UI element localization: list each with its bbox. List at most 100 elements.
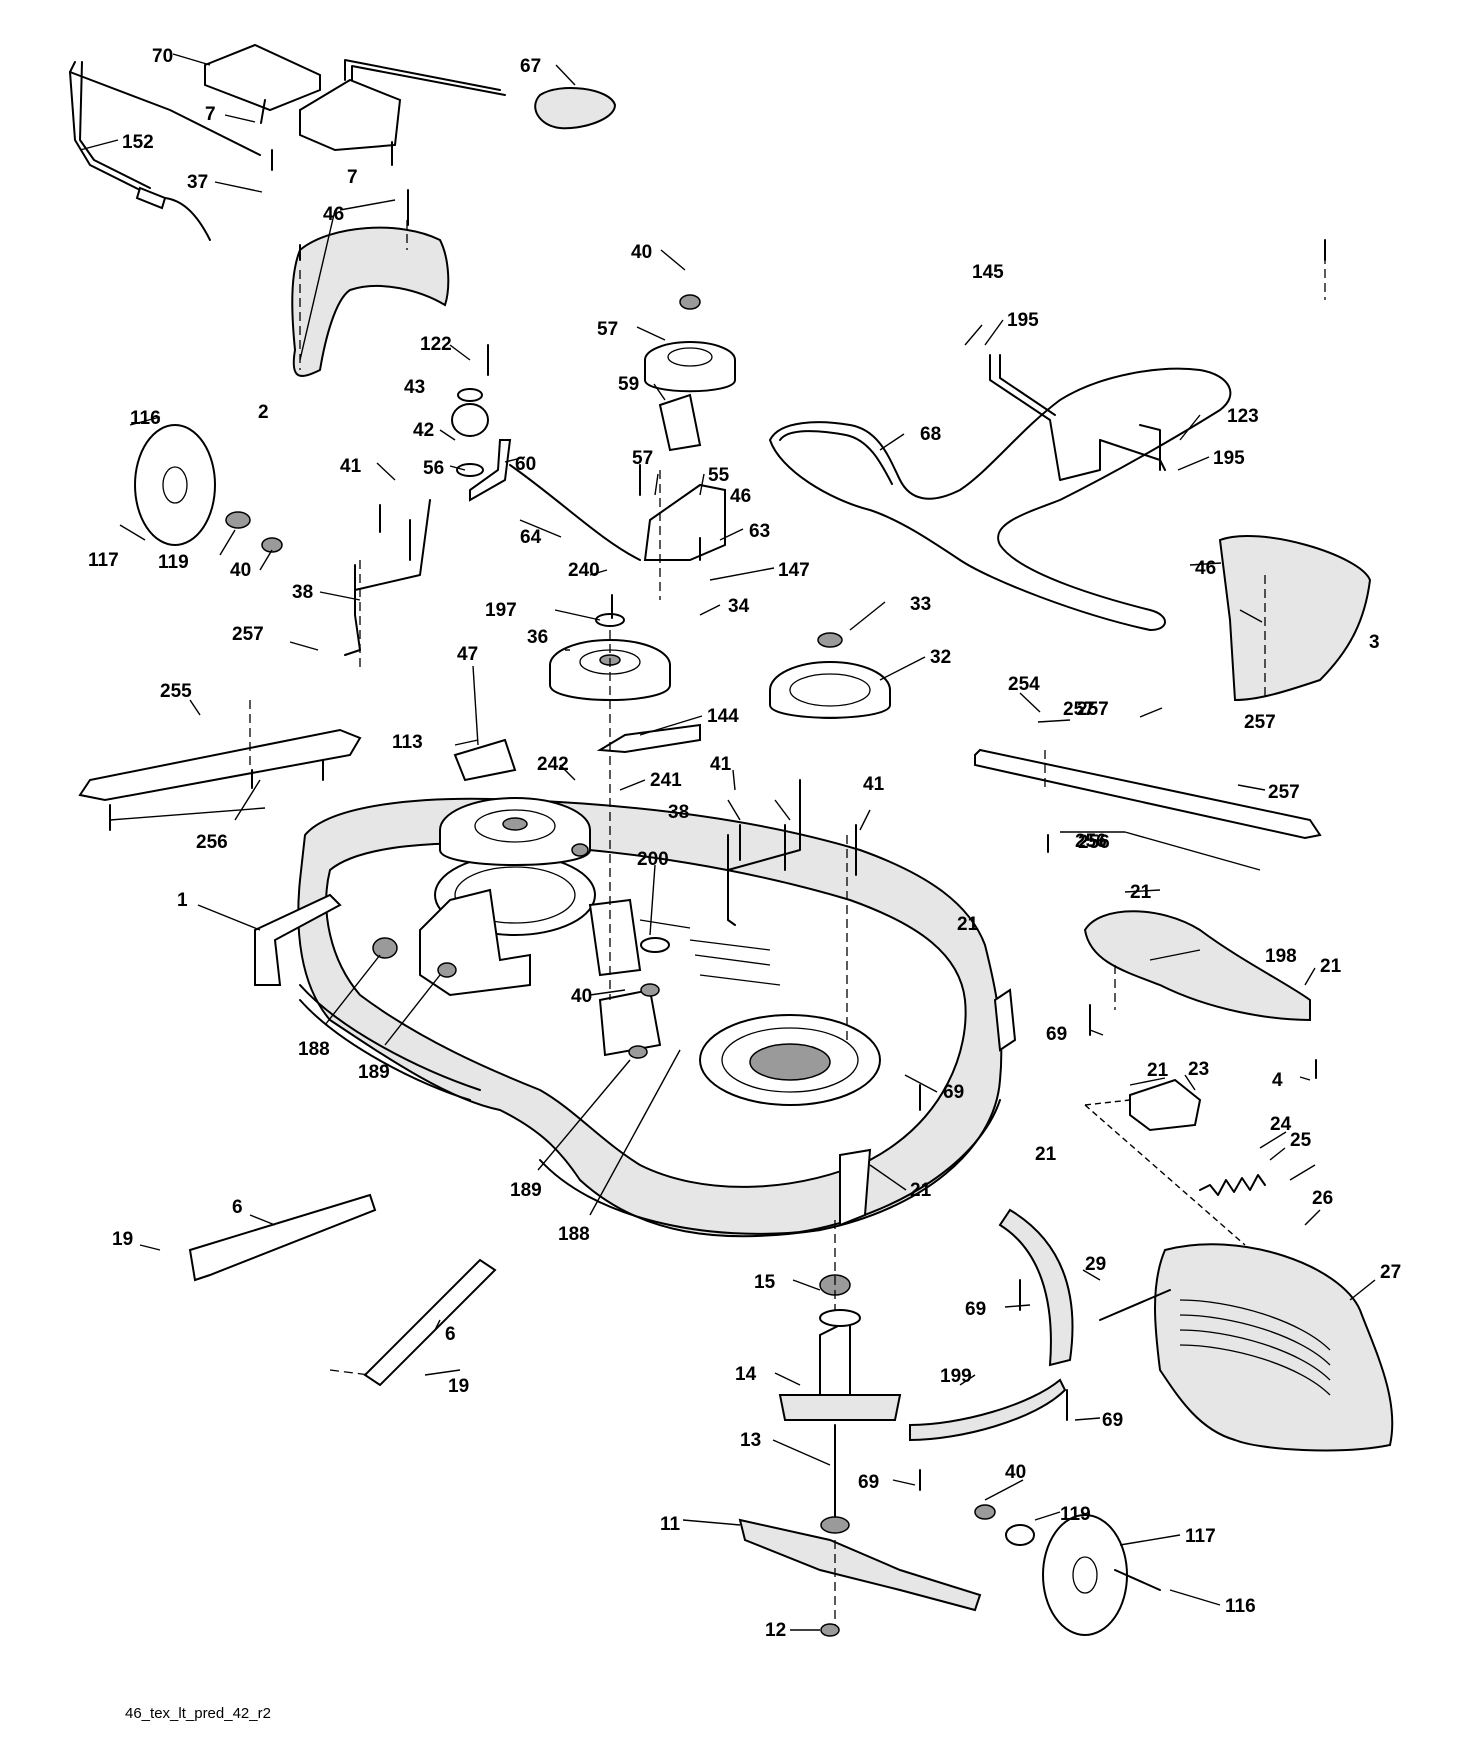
callout-label: 3 <box>1369 632 1380 653</box>
pulley-32 <box>769 632 891 719</box>
callout-label: 41 <box>863 774 885 795</box>
spring-25 <box>1199 1174 1266 1196</box>
callout-label: 2 <box>258 402 269 423</box>
callout-label: 41 <box>710 754 732 775</box>
callout-label: 69 <box>965 1299 986 1320</box>
callout-label: 21 <box>1035 1144 1057 1165</box>
callout-label: 119 <box>158 552 189 573</box>
dashed-line <box>329 1369 371 1376</box>
idler-arm <box>509 294 736 561</box>
callout-label: 67 <box>520 56 541 77</box>
callout-label: 26 <box>1312 1188 1333 1209</box>
chute-ribs <box>1179 1299 1331 1396</box>
bracket-60 <box>469 439 512 502</box>
callout-label: 255 <box>160 681 192 702</box>
lift-link-right <box>727 779 801 926</box>
callout-label: 23 <box>1188 1059 1209 1080</box>
callout-label: 57 <box>632 448 653 469</box>
nut-189 <box>437 962 457 978</box>
callout-label: 242 <box>537 754 569 775</box>
callout-label: 41 <box>340 456 362 477</box>
callout-label: 13 <box>740 1430 761 1451</box>
callout-label: 257 <box>1244 712 1276 733</box>
deflector-shield-left <box>291 226 450 377</box>
stabilizer-255 <box>78 728 362 802</box>
dashed-guide-23 <box>1084 1099 1246 1246</box>
callout-label: 188 <box>298 1039 330 1060</box>
callout-label: 37 <box>187 172 208 193</box>
callout-label: 56 <box>423 458 444 479</box>
bracket-6-left <box>188 1193 377 1282</box>
lift-link-left <box>344 499 431 656</box>
callout-label: 199 <box>940 1366 972 1387</box>
baffle-199 <box>998 1208 1074 1367</box>
callout-label: 113 <box>392 732 423 753</box>
callout-label: 40 <box>571 986 592 1007</box>
callout-label: 144 <box>707 706 739 727</box>
callout-label: 254 <box>1008 674 1040 695</box>
callout-label: 59 <box>618 374 639 395</box>
washer-56-left <box>456 463 484 477</box>
callout-label: 257 <box>1268 782 1300 803</box>
callout-label: 122 <box>420 334 452 355</box>
callout-label: 69 <box>1102 1410 1123 1431</box>
callout-label: 123 <box>1227 406 1259 427</box>
callout-label: 29 <box>1085 1254 1106 1275</box>
callout-label: 38 <box>292 582 313 603</box>
callout-label: 11 <box>660 1514 681 1535</box>
spindle-bearing <box>820 1516 850 1534</box>
callout-label: 257 <box>1063 699 1095 720</box>
callout-label: 257 <box>232 624 264 645</box>
callout-label: 47 <box>457 644 478 665</box>
callout-label: 42 <box>413 420 434 441</box>
stabilizer-254 <box>974 748 1322 840</box>
bracket-47 <box>453 738 517 782</box>
washer-197 <box>595 613 625 627</box>
deflector-shield-right <box>1218 535 1372 702</box>
callout-label: 38 <box>668 802 689 823</box>
callout-label: 198 <box>1265 946 1297 967</box>
bracket-6-right <box>363 1258 497 1387</box>
bracket-23 <box>1129 1078 1202 1132</box>
belt-guide <box>989 354 1166 481</box>
blade-11 <box>738 1518 982 1612</box>
callout-label: 36 <box>527 627 548 648</box>
diagram-caption: 46_tex_lt_pred_42_r2 <box>125 1705 271 1722</box>
callout-label: 15 <box>754 1272 776 1293</box>
callout-label: 69 <box>1046 1024 1067 1045</box>
callout-label: 19 <box>448 1376 469 1397</box>
callout-label: 21 <box>1147 1060 1169 1081</box>
callout-label: 55 <box>708 465 730 486</box>
belt-keeper-144 <box>596 723 701 754</box>
spindle-housing-14 <box>778 1309 902 1421</box>
callout-label: 21 <box>910 1180 932 1201</box>
baffle-198 <box>1083 910 1311 1022</box>
knob-cap <box>534 87 617 130</box>
callout-label: 1 <box>177 890 188 911</box>
callout-label: 119 <box>1060 1504 1091 1525</box>
callout-label: 147 <box>778 560 810 581</box>
callout-label: 7 <box>205 104 216 125</box>
callout-label: 195 <box>1213 448 1245 469</box>
callout-label: 241 <box>650 770 682 791</box>
callout-label: 6 <box>232 1197 243 1218</box>
callout-label: 40 <box>1005 1462 1026 1483</box>
lift-arm-assembly <box>69 43 506 241</box>
rod-29 <box>1099 1289 1171 1321</box>
callout-label: 32 <box>930 647 951 668</box>
washer-200 <box>640 937 670 953</box>
callout-label: 116 <box>130 408 161 429</box>
callout-label: 145 <box>972 262 1004 283</box>
callout-label: 4 <box>1272 1070 1283 1091</box>
bushing-242 <box>571 843 589 857</box>
callout-label: 188 <box>558 1224 590 1245</box>
hardware-bolts <box>109 99 1326 1591</box>
callout-label: 40 <box>230 560 251 581</box>
callout-label: 256 <box>1078 832 1110 853</box>
callout-label: 34 <box>728 596 750 617</box>
callout-label: 21 <box>1130 882 1152 903</box>
callout-label: 12 <box>765 1620 786 1641</box>
leader-lines <box>79 53 1376 1631</box>
callout-label: 117 <box>88 550 119 571</box>
callout-label: 240 <box>568 560 600 581</box>
